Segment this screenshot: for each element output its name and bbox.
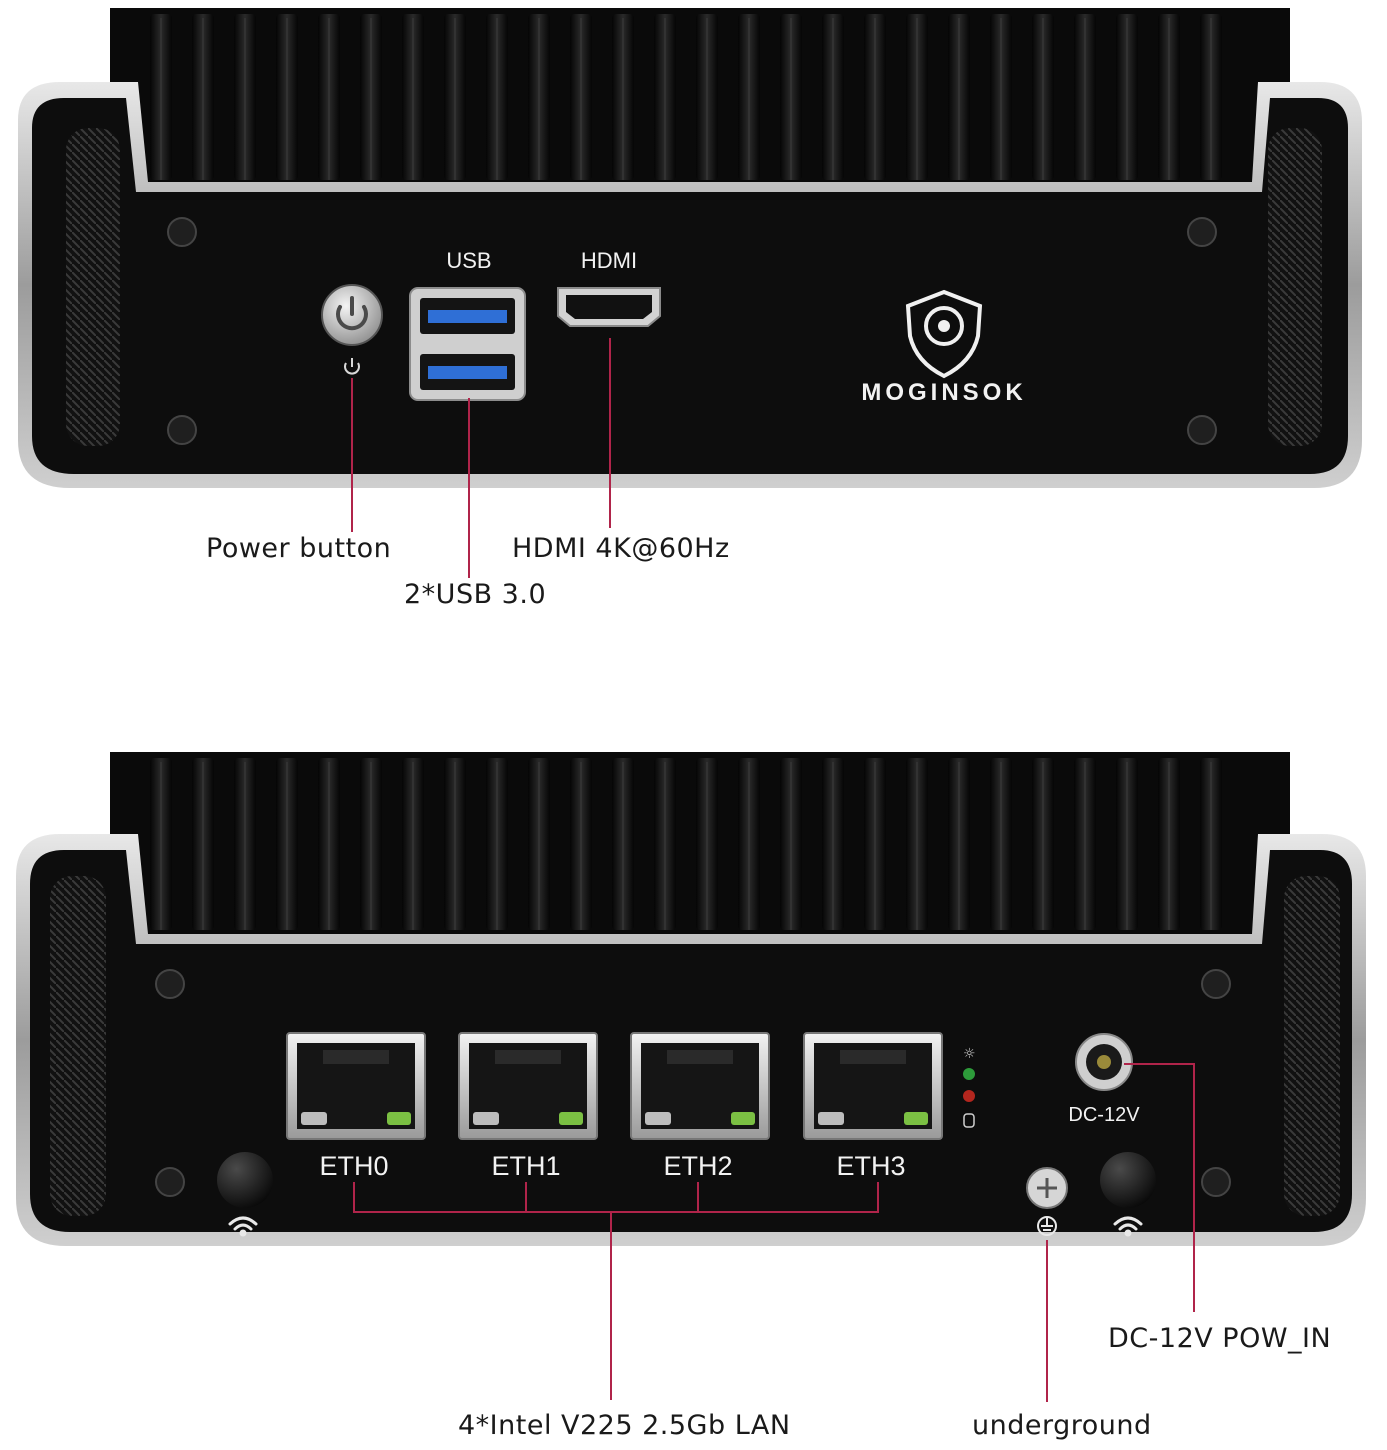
callout-hdmi: HDMI 4K@60Hz <box>512 533 730 564</box>
rear-device: ☼ <box>16 752 1366 1246</box>
ethernet-port-0 <box>286 1032 426 1140</box>
rear-heatsink-fins <box>110 752 1290 938</box>
status-led-green <box>963 1068 975 1080</box>
usb-port-top <box>428 310 507 323</box>
ethernet-ports <box>286 1032 943 1140</box>
eth-label-3: ETH3 <box>836 1151 905 1181</box>
eth-label-0: ETH0 <box>319 1151 388 1181</box>
antenna-right <box>1100 1152 1156 1208</box>
svg-text:☼: ☼ <box>963 1046 976 1062</box>
ground-screw <box>1026 1167 1068 1209</box>
power-button <box>321 284 383 346</box>
ethernet-port-2 <box>630 1032 770 1140</box>
power-icon <box>344 358 360 375</box>
moginsok-logo <box>905 289 983 379</box>
callout-ground: underground <box>972 1410 1152 1441</box>
eth-label-2: ETH2 <box>663 1151 732 1181</box>
status-leds: ☼ <box>963 1046 976 1128</box>
usb-port-label: USB <box>446 248 491 273</box>
wifi-icon <box>1113 1216 1143 1237</box>
front-right-vent <box>1268 128 1322 446</box>
wifi-icon <box>228 1216 258 1237</box>
front-heatsink-fins <box>110 8 1290 188</box>
status-led-red <box>963 1090 975 1102</box>
callout-dc-in: DC-12V POW_IN <box>1108 1323 1332 1354</box>
front-left-vent <box>66 128 120 446</box>
front-device <box>18 8 1362 488</box>
callout-usb: 2*USB 3.0 <box>404 579 547 610</box>
usb-ports <box>409 287 526 401</box>
callout-lan: 4*Intel V225 2.5Gb LAN <box>458 1410 791 1441</box>
front-screws <box>167 217 1217 445</box>
ethernet-port-3 <box>803 1032 943 1140</box>
usb-port-bottom <box>428 366 507 379</box>
hdmi-port-label: HDMI <box>581 248 637 273</box>
rear-screws <box>155 969 1231 1197</box>
rear-left-vent <box>50 876 106 1216</box>
hdmi-port <box>557 287 661 327</box>
front-faceplate <box>32 98 1348 474</box>
callout-power-button: Power button <box>206 533 392 564</box>
rear-right-vent <box>1284 876 1340 1216</box>
callout-leader-lines <box>351 338 1195 1402</box>
ethernet-port-1 <box>458 1032 598 1140</box>
antenna-left <box>217 1152 273 1208</box>
brand-name: MOGINSOK <box>861 379 1026 406</box>
dc-power-jack <box>1075 1033 1133 1091</box>
dc-jack-label: DC-12V <box>1068 1104 1140 1126</box>
ground-icon <box>1037 1216 1057 1236</box>
eth-label-1: ETH1 <box>491 1151 560 1181</box>
